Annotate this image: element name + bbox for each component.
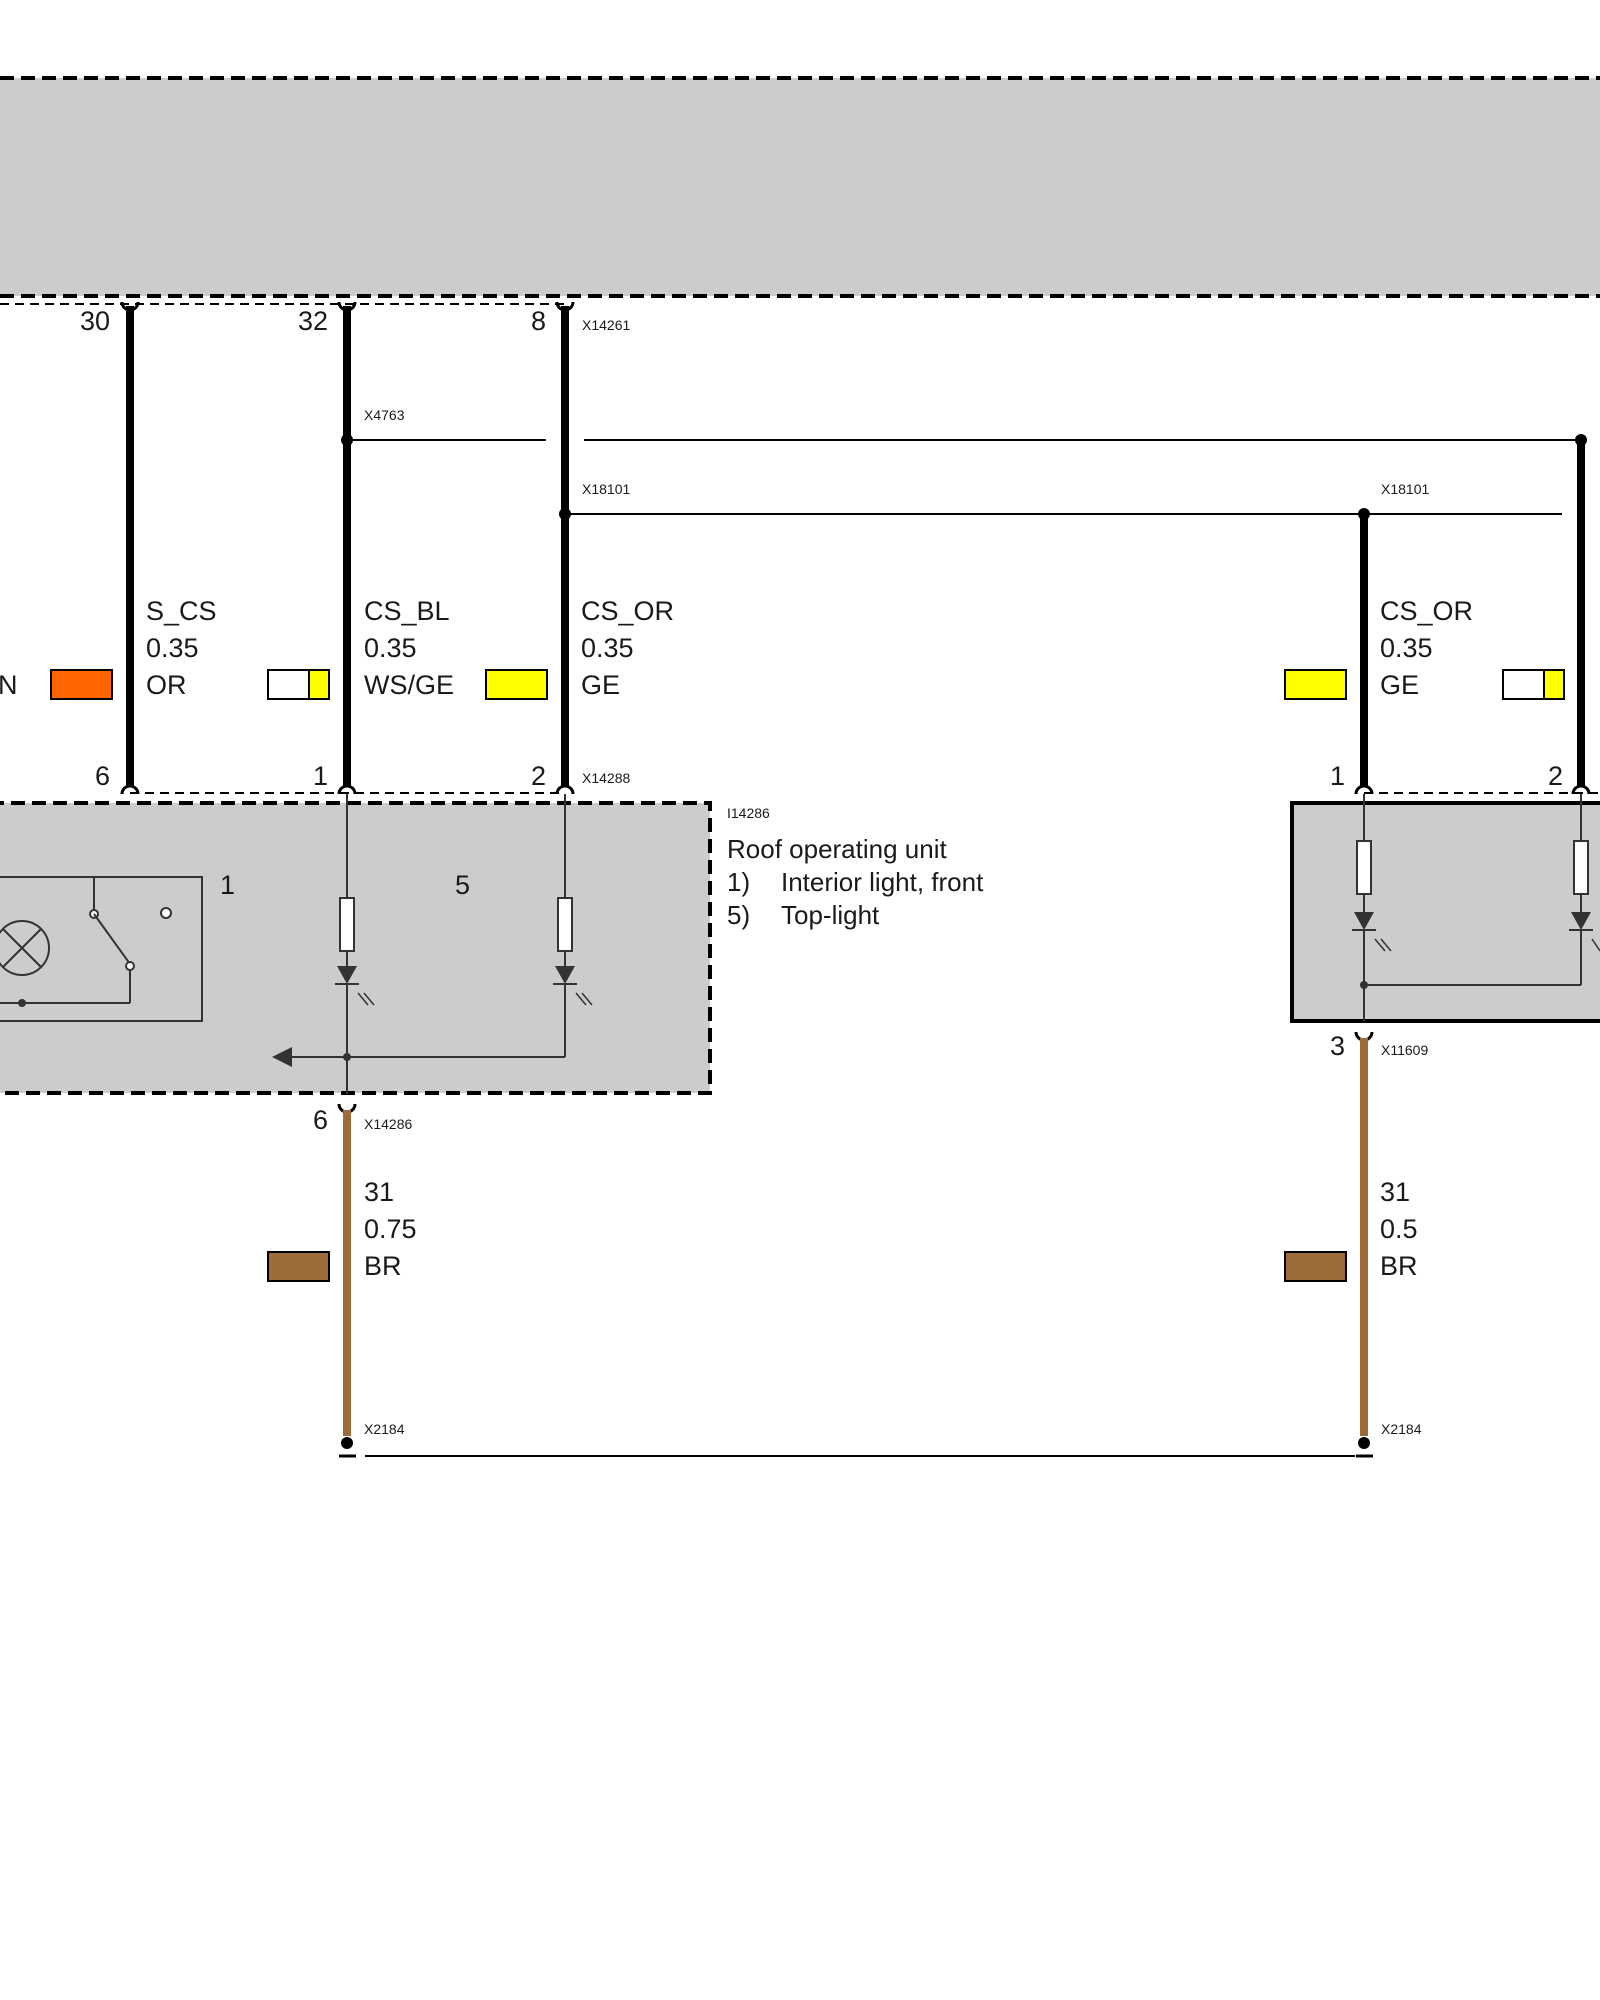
junction-dots	[341, 434, 1587, 520]
roof-ground-pin: 6	[313, 1105, 328, 1135]
inner-label-5: 5	[455, 870, 470, 900]
interior-light-box	[0, 876, 203, 1022]
ground-right-color: BR	[1380, 1251, 1418, 1281]
right-ground-connector: X11609	[1381, 1042, 1428, 1058]
roof-item-1-text: Interior light, front	[781, 867, 984, 897]
right-ground-pin: 3	[1330, 1031, 1345, 1061]
lower-connector-caps	[120, 784, 1591, 795]
swatch-yellow-right	[1284, 669, 1347, 700]
roof-pin-2: 2	[531, 761, 546, 791]
top-connector-id: X14261	[582, 317, 630, 333]
wire-label-cs-or-left-color: GE	[581, 670, 620, 700]
wire-label-cs-or-left-signal: CS_OR	[581, 596, 674, 626]
ground-points	[339, 1437, 1373, 1458]
right-unit-pin-2: 2	[1548, 761, 1563, 791]
swatch-brown-left	[267, 1251, 330, 1282]
wire-label-cs-or-right-size: 0.35	[1380, 633, 1433, 663]
wire-label-cs-bl-size: 0.35	[364, 633, 417, 663]
lamp-icon	[0, 920, 50, 976]
wire-label-cs-bl-color: WS/GE	[364, 670, 454, 700]
roof-pin-1: 1	[313, 761, 328, 791]
roof-item-5-num: 5)	[727, 900, 750, 930]
led-left-icon	[335, 966, 375, 1055]
ground-left-size: 0.75	[364, 1214, 417, 1244]
right-led-icons	[1352, 912, 1600, 952]
wire-label-cs-or-right-signal: CS_OR	[1380, 596, 1473, 626]
left-edge-color-code: N	[0, 670, 18, 700]
roof-unit-id: I14286	[727, 805, 770, 821]
roof-pin-6: 6	[95, 761, 110, 791]
roof-item-1-num: 1)	[727, 867, 750, 897]
wire-label-s-cs-signal: S_CS	[146, 596, 217, 626]
ground-right-size: 0.5	[1380, 1214, 1418, 1244]
led-circuit-right	[290, 794, 573, 1058]
right-lighting-unit	[1290, 794, 1600, 1023]
signal-wires	[126, 306, 1585, 786]
ground-point-left: X2184	[364, 1421, 405, 1437]
swatch-orange	[50, 669, 113, 700]
right-unit-pin-1: 1	[1330, 761, 1345, 791]
junction-lines	[347, 439, 1581, 515]
roof-ground-connector: X14286	[364, 1116, 412, 1132]
top-pin-8: 8	[531, 306, 546, 336]
junction-x18101-left: X18101	[582, 481, 630, 497]
door-switch-icon	[0, 877, 172, 1004]
ground-left-color: BR	[364, 1251, 402, 1281]
roof-connector-id: X14288	[582, 770, 630, 786]
led-circuit-left	[339, 794, 355, 1094]
ground-right-signal: 31	[1380, 1177, 1410, 1207]
roof-operating-unit: 1 5	[0, 794, 712, 1095]
ground-arrow-icon	[272, 1047, 292, 1067]
wire-label-cs-or-right-color: GE	[1380, 670, 1419, 700]
brown-swatches	[267, 1251, 1347, 1282]
ground-point-right: X2184	[1381, 1421, 1422, 1437]
top-pin-30: 30	[80, 306, 110, 336]
junction-x18101-right: X18101	[1381, 481, 1429, 497]
color-swatches	[50, 669, 1565, 700]
wire-label-s-cs-size: 0.35	[146, 633, 199, 663]
top-pin-32: 32	[298, 306, 328, 336]
roof-unit-title: Roof operating unit	[727, 834, 947, 864]
ground-wires	[343, 1038, 1368, 1436]
ground-left-signal: 31	[364, 1177, 394, 1207]
swatch-yellow-left	[485, 669, 548, 700]
wire-label-cs-bl-signal: CS_BL	[364, 596, 450, 626]
top-control-module	[0, 76, 1600, 305]
wire-label-cs-or-left-size: 0.35	[581, 633, 634, 663]
wire-label-s-cs-color: OR	[146, 670, 187, 700]
led-right-icon	[553, 966, 593, 1006]
junction-x4763: X4763	[364, 407, 405, 423]
inner-label-1: 1	[220, 870, 235, 900]
roof-item-5-text: Top-light	[781, 900, 880, 930]
swatch-brown-right	[1284, 1251, 1347, 1282]
